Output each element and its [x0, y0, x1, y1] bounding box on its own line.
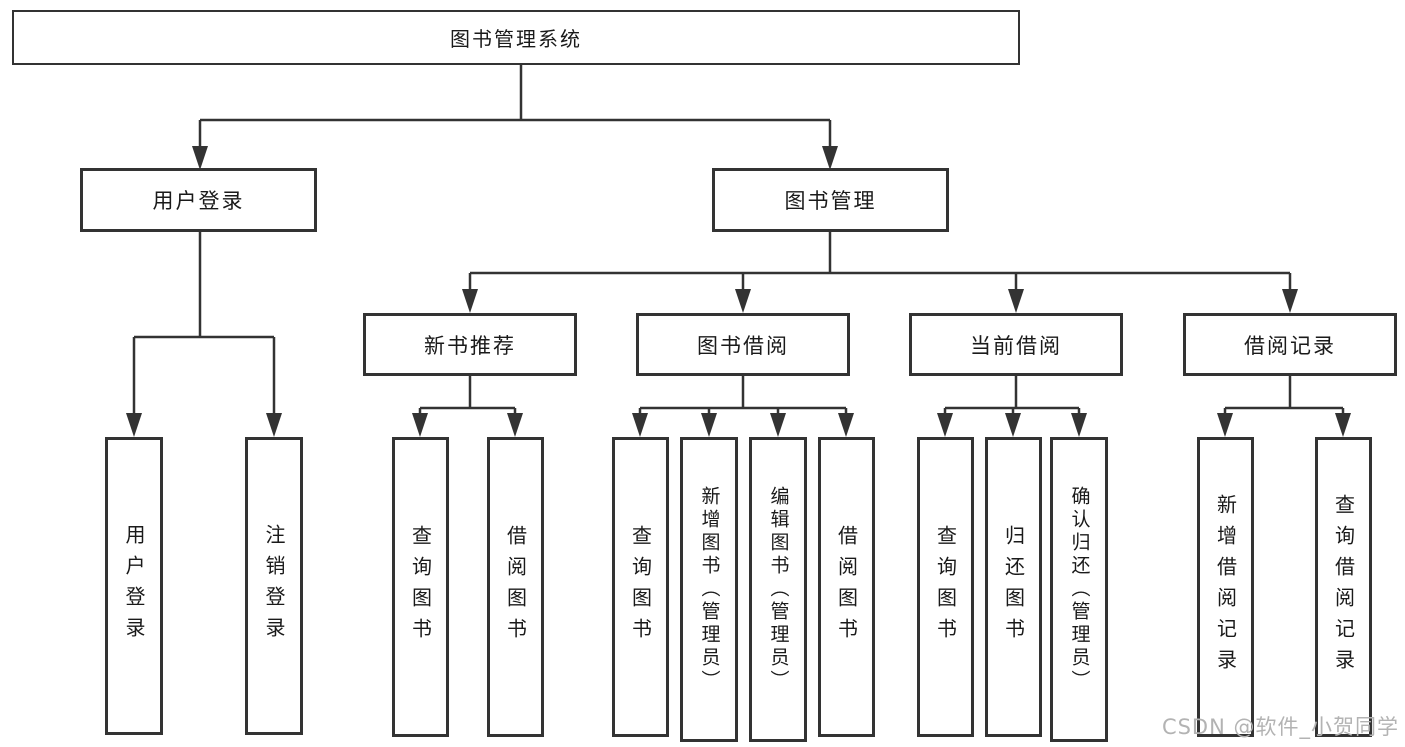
- node-new-book-recommendation: 新书推荐: [363, 313, 577, 376]
- leaf-label: 用户登录: [122, 524, 146, 648]
- leaf-user-login: 用户登录: [105, 437, 163, 735]
- leaf-label: 借阅图书: [834, 525, 859, 649]
- leaf-add-books-admin: 新增图书（管理员）: [680, 437, 738, 742]
- leaf-borrow-books: 借阅图书: [487, 437, 544, 737]
- node-book-management: 图书管理: [712, 168, 949, 232]
- leaf-label: 新增借阅记录: [1213, 494, 1238, 680]
- leaf-return-books: 归还图书: [985, 437, 1042, 737]
- leaf-label: 查询借阅记录: [1331, 494, 1356, 680]
- node-label: 图书借阅: [697, 333, 789, 358]
- node-book-borrowing: 图书借阅: [636, 313, 850, 376]
- leaf-label: 注销登录: [262, 524, 286, 648]
- node-label: 新书推荐: [424, 333, 516, 358]
- leaf-add-borrow-record: 新增借阅记录: [1197, 437, 1254, 737]
- leaf-label: 归还图书: [1001, 525, 1026, 649]
- leaf-label: 查询图书: [408, 525, 433, 649]
- node-label: 当前借阅: [970, 333, 1062, 358]
- leaf-borrow-books: 借阅图书: [818, 437, 875, 737]
- leaf-confirm-return-admin: 确认归还（管理员）: [1050, 437, 1108, 742]
- leaf-query-books: 查询图书: [612, 437, 669, 737]
- node-current-borrowing: 当前借阅: [909, 313, 1123, 376]
- leaf-label: 确认归还（管理员）: [1068, 486, 1091, 693]
- leaf-label: 查询图书: [628, 525, 653, 649]
- leaf-label: 查询图书: [933, 525, 958, 649]
- node-label: 图书管理系统: [450, 27, 582, 51]
- leaf-label: 新增图书（管理员）: [698, 486, 721, 693]
- leaf-label: 编辑图书（管理员）: [767, 486, 790, 693]
- leaf-edit-books-admin: 编辑图书（管理员）: [749, 437, 807, 742]
- node-label: 图书管理: [784, 189, 877, 213]
- leaf-logout: 注销登录: [245, 437, 303, 735]
- leaf-query-books: 查询图书: [392, 437, 449, 737]
- leaf-query-books: 查询图书: [917, 437, 974, 737]
- leaf-label: 借阅图书: [503, 525, 528, 649]
- node-label: 用户登录: [152, 189, 245, 213]
- node-label: 借阅记录: [1244, 333, 1336, 358]
- watermark: CSDN @软件_小贺同学: [1161, 715, 1399, 739]
- node-borrowing-records: 借阅记录: [1183, 313, 1397, 376]
- leaf-query-borrow-record: 查询借阅记录: [1315, 437, 1372, 737]
- node-library-management-system: 图书管理系统: [12, 10, 1020, 65]
- node-user-login: 用户登录: [80, 168, 317, 232]
